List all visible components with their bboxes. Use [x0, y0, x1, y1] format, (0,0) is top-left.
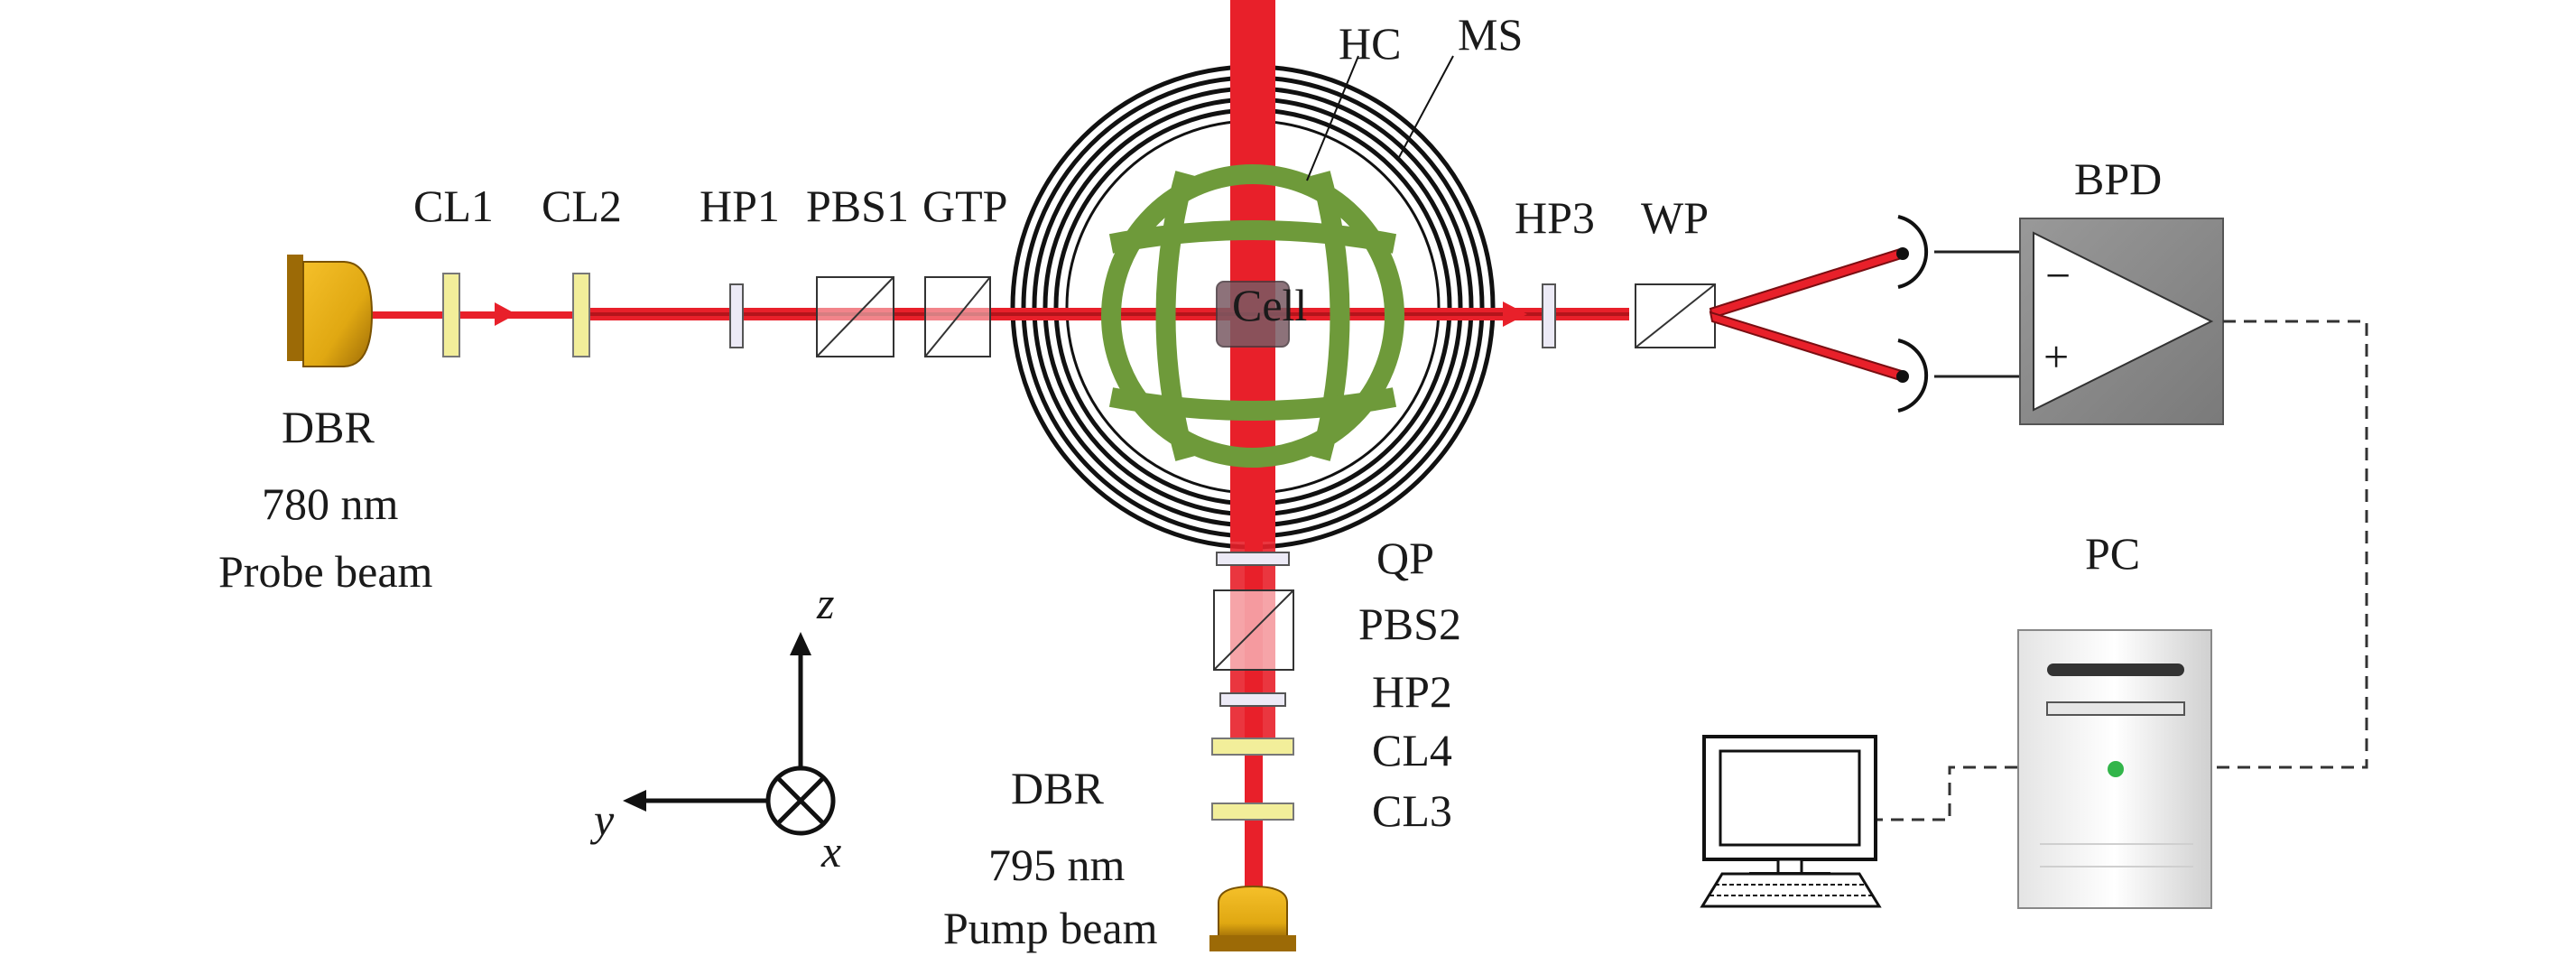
half-wave-plate-hp1	[729, 283, 744, 348]
cylindrical-lens-cl1	[442, 273, 460, 357]
heating-coil	[1101, 164, 1404, 468]
label-pc: PC	[2085, 528, 2140, 579]
probe-arrow-right	[1503, 302, 1527, 327]
axis-label-x: x	[820, 826, 841, 877]
label-cl3: CL3	[1372, 785, 1452, 836]
label-cl4: CL4	[1372, 725, 1452, 775]
probe-beam-thin	[366, 311, 587, 319]
axis-label-y: y	[589, 794, 615, 845]
dashed-cable-bpd-to-pc	[2216, 320, 2368, 769]
label-qp: QP	[1376, 533, 1434, 583]
coordinate-axes	[641, 648, 836, 836]
z-axis-arrowhead	[790, 632, 811, 655]
bpd-minus-sign: −	[2045, 250, 2071, 301]
half-wave-plate-hp2	[1219, 692, 1286, 707]
label-hp2: HP2	[1372, 666, 1452, 717]
label-pump-beam: Pump beam	[943, 903, 1158, 953]
polarizing-beam-splitter-pbs2	[1213, 589, 1294, 671]
label-dbr-pump: DBR	[1011, 763, 1104, 813]
quarter-wave-plate-qp	[1216, 552, 1290, 566]
axis-label-z: z	[816, 578, 834, 628]
label-ms: MS	[1458, 9, 1523, 60]
label-pbs2: PBS2	[1358, 598, 1461, 649]
dashed-cable-pc-to-monitor	[1876, 766, 2017, 821]
label-probe-beam: Probe beam	[218, 546, 433, 597]
split-beam-lower	[1709, 311, 1906, 383]
vapor-cell	[1216, 281, 1290, 348]
glan-taylor-prism-gtp	[924, 276, 991, 357]
pump-laser-dbr	[1209, 885, 1296, 951]
split-beam-upper	[1709, 246, 1906, 320]
polarizing-beam-splitter-pbs1	[816, 276, 894, 357]
label-probe-wavelength: 780 nm	[262, 478, 399, 529]
half-wave-plate-hp3	[1542, 283, 1556, 348]
label-pump-wavelength: 795 nm	[988, 840, 1126, 890]
ms-leader-line	[1396, 55, 1454, 162]
label-hc: HC	[1339, 18, 1401, 69]
cell-label: Cell	[1232, 280, 1307, 330]
wollaston-prism-wp	[1635, 283, 1716, 348]
label-pbs1: PBS1	[806, 181, 909, 231]
label-gtp: GTP	[922, 181, 1007, 231]
photodiode-upper	[1896, 215, 1929, 289]
label-dbr-probe: DBR	[282, 402, 375, 452]
bpd-plus-sign: +	[2043, 331, 2069, 382]
cylindrical-lens-cl3	[1211, 803, 1294, 821]
balanced-photodetector	[2019, 218, 2224, 425]
label-hp1: HP1	[700, 181, 780, 231]
pc-tower	[2017, 629, 2212, 909]
label-hp3: HP3	[1515, 192, 1595, 243]
probe-arrow-left	[495, 302, 516, 326]
computer-monitor	[1702, 735, 1877, 876]
keyboard	[1700, 872, 1882, 908]
cylindrical-lens-cl4	[1211, 738, 1294, 756]
label-cl1: CL1	[413, 181, 494, 231]
label-wp: WP	[1641, 192, 1709, 243]
cylindrical-lens-cl2	[572, 273, 590, 357]
y-axis-arrowhead	[623, 790, 646, 812]
hc-leader-line	[1306, 55, 1359, 181]
photodiode-lower	[1896, 339, 1929, 413]
probe-laser-dbr	[287, 255, 374, 367]
label-cl2: CL2	[542, 181, 622, 231]
label-bpd: BPD	[2074, 153, 2162, 204]
